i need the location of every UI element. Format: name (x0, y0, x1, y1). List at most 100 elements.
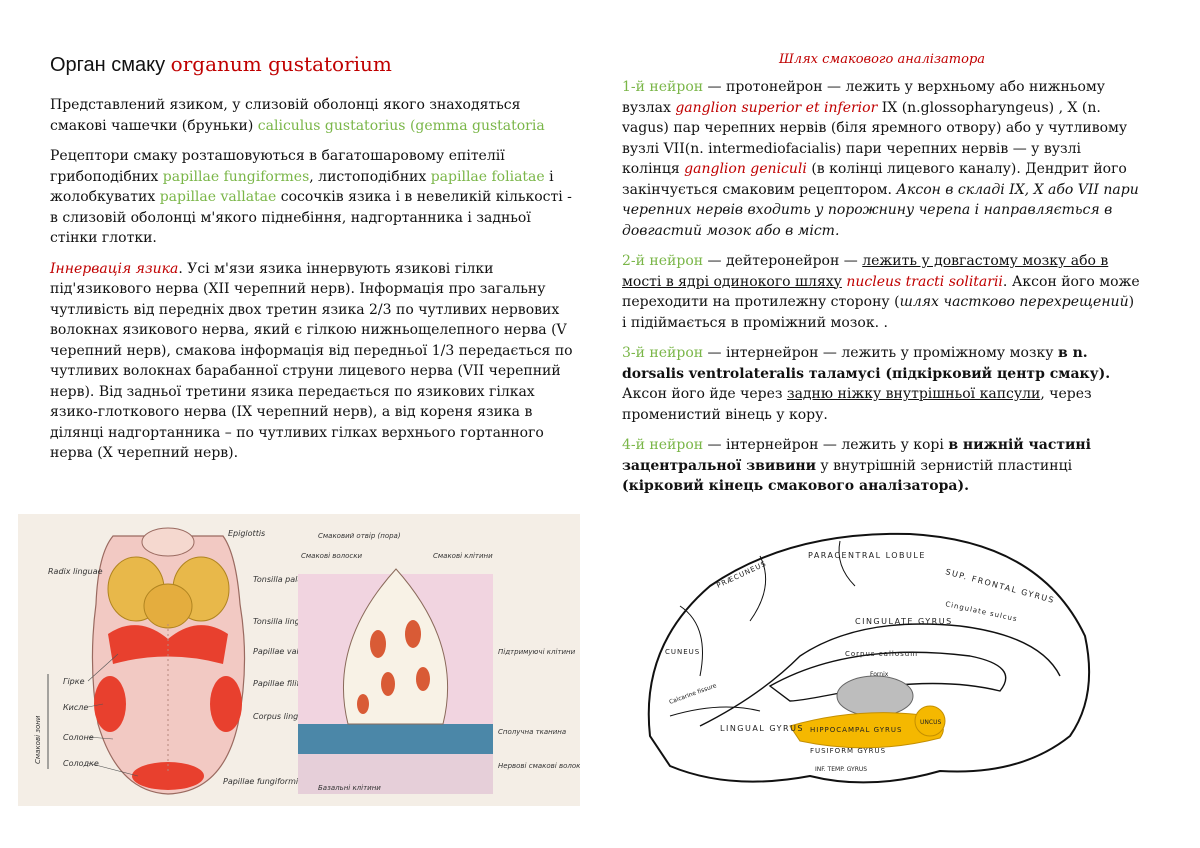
text: (в колінці лицевого каналу). Дендрит йог… (622, 161, 1127, 198)
latin-term: papillae vallatae (159, 189, 277, 205)
leader (87, 653, 119, 682)
tonsil-lingual (143, 583, 193, 629)
label-radix: Radix linguae (48, 567, 103, 576)
nerve-layer (298, 754, 493, 794)
sulcus-line (679, 605, 703, 677)
label-cuneus: CUNEUS (665, 648, 700, 656)
label-tonsilla-lingualis: Tonsilla lingualis (253, 617, 318, 626)
text: — протонейрон — лежить у верхньому або н… (622, 79, 1106, 116)
text: IX (n.glossopharyngeus) , X (n. vagus) п… (622, 99, 1128, 178)
text: Аксон його йде через (622, 386, 787, 402)
label-fornix: Fornix (870, 671, 889, 678)
label-taste-cells: Смакові клітини (433, 552, 493, 560)
text: , листоподібних (309, 168, 431, 185)
label-zones: Смакові зони (34, 715, 42, 764)
label-hairs: Смакові волоски (301, 552, 363, 560)
cingulate-sulcus (699, 623, 1061, 727)
text-bold: в n. dorsalis ventrolateralis таламусі (… (622, 345, 1111, 382)
label-paracentral: PARACENTRAL LOBULE (808, 551, 926, 560)
label-papillae-vallatae: Papillae vallatae (253, 647, 319, 656)
epiglottis-shape (141, 527, 195, 557)
text: Рецептори смаку розташовуються в багатош… (50, 148, 505, 185)
taste-cell (381, 672, 395, 696)
brain-svg: PARACENTRAL LOBULE PRÆCUNEUS SUP. FRONTA… (647, 532, 1091, 784)
text-bold: (кірковий кінець смакового аналізатора). (622, 478, 969, 494)
label-papillae-filiformes: Papillae filiformes (253, 679, 324, 688)
label-salty: Солоне (63, 733, 94, 742)
latin-term: ganglion geniculi (684, 161, 807, 177)
sour-zone-left (94, 676, 126, 732)
label-fusiform: FUSIFORM GYRUS (810, 747, 886, 755)
text: . Усі м'язи язика іннервують язикові гіл… (50, 260, 573, 462)
sweet-zone (132, 762, 204, 790)
paragraph-neuron-4: 4-й нейрон — інтернейрон — лежить у корі… (622, 435, 1142, 497)
label-tonsilla-palatina: Tonsilla palatina (253, 575, 318, 584)
text: і жолобкуватих (50, 168, 554, 206)
text-italic: шлях частково перехрещений (899, 294, 1129, 310)
thalamus-shape (836, 675, 914, 717)
text: сосочків язика і в невеликій кількості -… (50, 189, 572, 246)
text: , через променистий вінець у кору. (622, 386, 1092, 423)
brain-illustration: PARACENTRAL LOBULE PRÆCUNEUS SUP. FRONTA… (640, 526, 1098, 796)
text: — дейтеронейрон — (703, 253, 863, 269)
calcarine-line (669, 706, 761, 717)
page-title: Орган смаку organum gustatorium (50, 52, 580, 77)
text-underlined: лежить у довгастому мозку або в мості в … (622, 253, 1109, 290)
label-lingual: LINGUAL GYRUS (720, 724, 804, 733)
uncus-shape (914, 705, 946, 737)
paragraph-intro: Представлений язиком, у слизовій оболонц… (50, 95, 580, 136)
paragraph-innervation: Іннервація язика. Усі м'язи язика іннерв… (50, 259, 580, 464)
section-heading: Іннервація язика (50, 260, 179, 277)
title-ukrainian: Орган смаку (50, 54, 166, 76)
label-cingulate-gyrus: CINGULATE GYRUS (855, 617, 953, 626)
label-sour: Кисле (63, 703, 88, 712)
right-column: Шлях смакового аналізатора 1-й нейрон — … (622, 52, 1142, 507)
latin-term: papillae fungiformes (162, 168, 310, 185)
latin-term: papillae foliatae (430, 168, 545, 185)
title-latin: organum gustatorium (170, 52, 392, 76)
neuron-label: 1-й нейрон (622, 79, 704, 95)
leader (87, 762, 139, 777)
paragraph-neuron-1: 1-й нейрон — протонейрон — лежить у верх… (622, 77, 1142, 241)
label-corpus-callosum: Corpus callosum (845, 650, 918, 658)
label-connective: Сполучна тканина (498, 728, 566, 736)
label-basal-cells: Базальні клітини (318, 784, 381, 792)
neuron-label: 4-й нейрон (622, 437, 704, 453)
label-support-cells: Підтримуючі клітини (498, 648, 576, 656)
sour-zone-right (210, 676, 242, 732)
label-pore: Смаковий отвір (пора) (318, 532, 401, 540)
taste-cell (357, 694, 369, 714)
connective-tissue (298, 724, 493, 754)
label-sweet: Солодке (63, 759, 99, 768)
taste-cell (405, 620, 421, 648)
text-underlined: задню ніжку внутрішньої капсули (786, 386, 1041, 402)
taste-cell (416, 667, 430, 691)
text: — інтернейрон — лежить у проміжному мозк… (703, 345, 1058, 361)
tongue-svg: Radix linguae Гірке Кисле Солоне Солодке… (34, 527, 589, 795)
label-papillae-fungiformis: Papillae fungiformis (223, 777, 302, 786)
label-uncus: UNCUS (920, 719, 941, 726)
latin-term: nucleus tracti solitarii (846, 273, 1003, 290)
latin-term: caliculus gustatorius (gemma gustatoria (257, 117, 545, 134)
paragraph-neuron-2: 2-й нейрон — дейтеронейрон — лежить у до… (622, 251, 1142, 333)
paragraph-neuron-3: 3-й нейрон — інтернейрон — лежить у пром… (622, 343, 1142, 425)
sulcus-line (749, 555, 767, 622)
text: Представлений язиком, у слизовій оболонц… (50, 97, 521, 134)
section-heading: Шлях смакового аналізатора (778, 52, 986, 67)
left-column: Орган смаку organum gustatorium Представ… (50, 52, 580, 474)
taste-cell (370, 630, 386, 658)
paragraph-receptors: Рецептори смаку розташовуються в багатош… (50, 146, 580, 249)
text: у внутрішній зернистій пластинці (815, 457, 1073, 474)
label-hippocampal: HIPPOCAMPAL GYRUS (810, 726, 902, 734)
text: ) і підіймається в проміжний мозок. . (622, 294, 1135, 331)
text: . Аксон його може переходити на протилеж… (622, 273, 1140, 311)
label-corpus-linguae: Corpus linguae (253, 712, 313, 721)
text: — інтернейрон — лежить у корі (703, 437, 949, 453)
label-inf-temp: INF. TEMP. GYRUS (815, 766, 867, 773)
latin-term: ganglion superior et inferior (675, 99, 878, 116)
text-italic: Аксон в складі IX, X або VII пари черепн… (622, 181, 1139, 239)
leader (87, 736, 114, 740)
label-nerve-fibers: Нервові смакові волокна (498, 762, 580, 770)
neuron-label: 2-й нейрон (622, 253, 704, 269)
